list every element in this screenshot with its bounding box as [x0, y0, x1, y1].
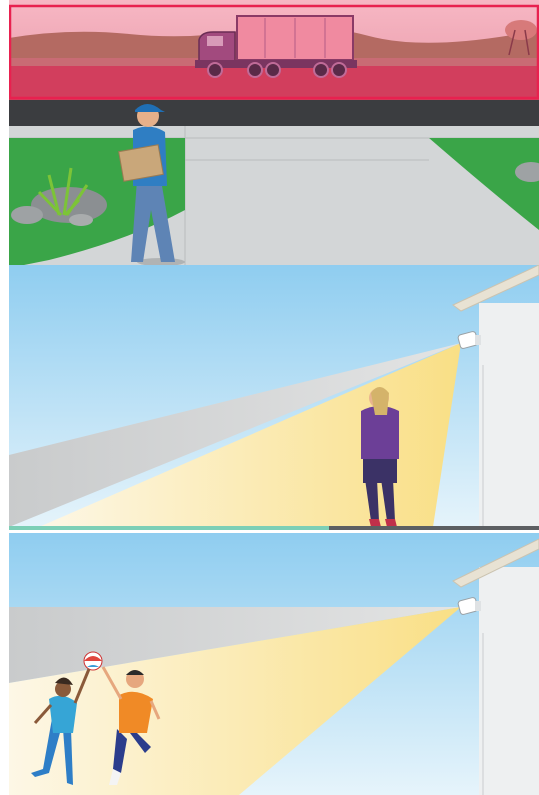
- grass-edge: [9, 526, 329, 530]
- house-wall: [479, 567, 539, 795]
- beach-ball: [84, 652, 102, 670]
- house-wall: [479, 303, 539, 530]
- delivery-scene-illustration: [9, 0, 539, 268]
- delivery-scene-panel: [9, 0, 539, 268]
- road: [9, 100, 539, 126]
- pedestrian-scene-panel: [9, 265, 539, 530]
- playing-kids-scene-panel: [9, 533, 539, 795]
- pedestrian-scene-illustration: [9, 265, 539, 530]
- playing-kids-scene-illustration: [9, 533, 539, 795]
- path-edge: [329, 526, 539, 530]
